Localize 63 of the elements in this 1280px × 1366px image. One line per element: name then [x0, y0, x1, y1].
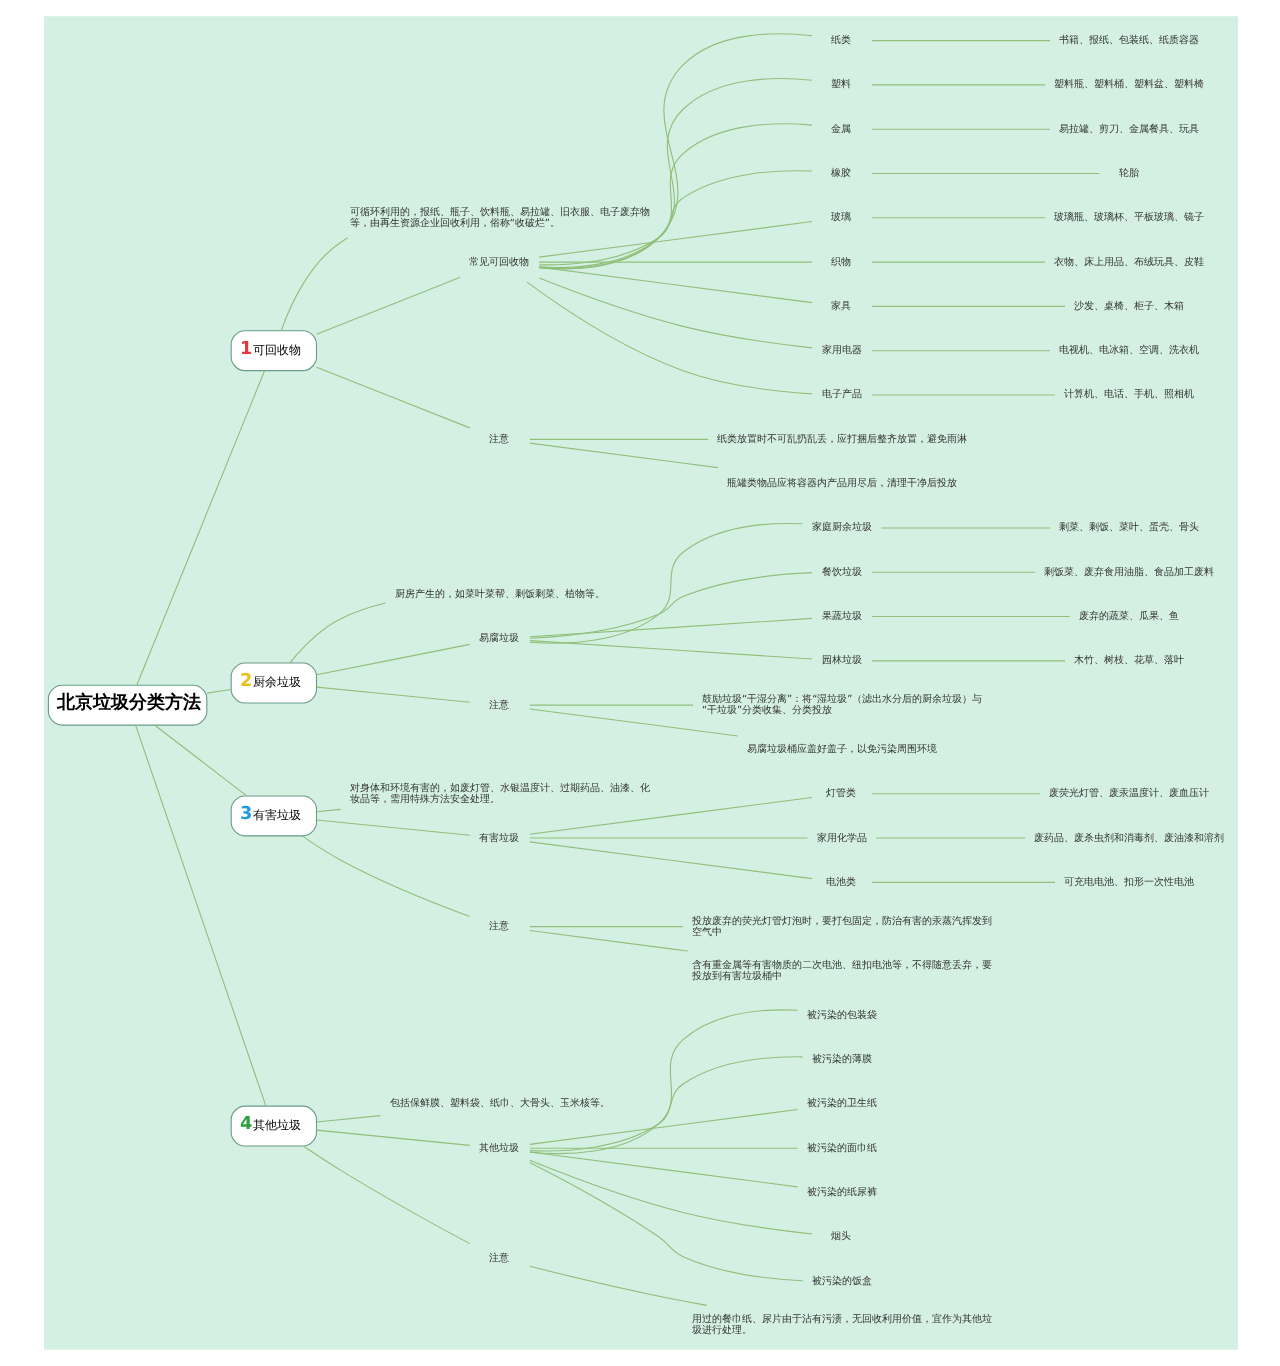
connector: [528, 1147, 798, 1149]
connector: [134, 724, 266, 1107]
connector: [528, 704, 693, 706]
connector: [528, 841, 812, 880]
connector: [528, 522, 803, 644]
connector: [528, 929, 688, 952]
connector: [528, 796, 812, 835]
connector: [537, 261, 812, 263]
connector: [537, 123, 812, 269]
connector: [528, 1056, 803, 1152]
connector: [314, 808, 341, 813]
connector: [870, 305, 1065, 307]
connector: [870, 84, 1045, 86]
connector: [528, 438, 708, 440]
connector: [528, 1161, 803, 1282]
connector: [537, 170, 812, 266]
connector: [528, 1159, 812, 1235]
connector: [870, 881, 1055, 883]
connector: [528, 926, 683, 928]
connector: [870, 793, 1040, 795]
connector: [314, 819, 470, 836]
connector: [528, 708, 738, 737]
connector: [528, 617, 812, 638]
connector: [205, 688, 231, 694]
connector: [288, 602, 386, 664]
connector: [870, 128, 1050, 130]
connector: [528, 1009, 798, 1155]
connector: [135, 370, 265, 686]
connector: [525, 281, 812, 395]
connector: [528, 442, 718, 469]
connector: [528, 1265, 707, 1306]
connector: [537, 277, 812, 349]
connector: [874, 837, 1025, 839]
connector: [300, 835, 470, 917]
connector: [314, 643, 470, 676]
connector: [528, 1109, 798, 1145]
connector: [870, 616, 1070, 618]
connector: [537, 221, 812, 258]
connector: [870, 660, 1065, 662]
connector: [528, 1151, 798, 1188]
connector: [870, 261, 1045, 263]
connector: [314, 686, 470, 703]
connector: [537, 33, 812, 270]
connector: [528, 572, 812, 639]
connector: [528, 837, 808, 839]
connector: [528, 640, 812, 660]
connector: [302, 1145, 470, 1245]
connector: [870, 217, 1045, 219]
connector: [870, 571, 1035, 573]
connector: [870, 40, 1050, 42]
connector: [153, 724, 246, 797]
connector: [314, 276, 460, 335]
connector: [314, 1115, 380, 1123]
connector: [870, 172, 1099, 175]
connector: [314, 366, 470, 429]
connector: [870, 394, 1055, 396]
node-box: 北京垃圾分类方法: [46, 684, 207, 726]
connector: [537, 266, 812, 304]
connector: [880, 527, 1050, 529]
connector: [537, 78, 812, 269]
connector: [314, 1129, 470, 1146]
connector: [279, 237, 348, 332]
connector: [870, 350, 1050, 352]
